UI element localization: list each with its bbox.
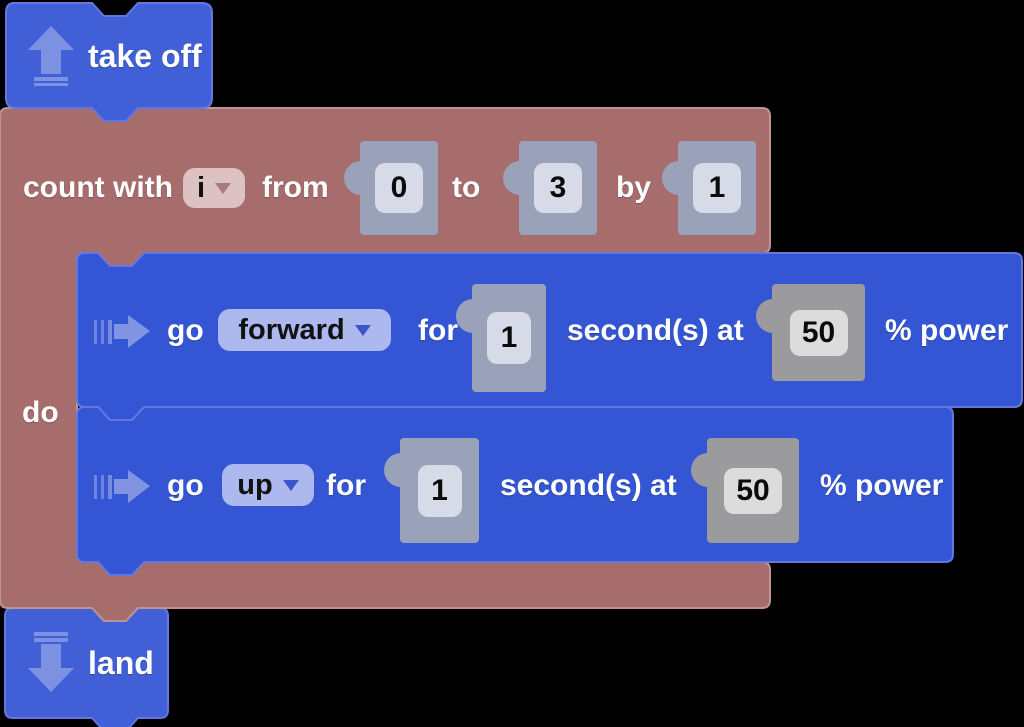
go-forward-seconds-label: second(s) at [567,314,744,347]
takeoff-icon [28,26,74,86]
loop-from-value-field[interactable]: 0 [375,163,423,213]
do-label: do [22,396,59,429]
go-up-for-label: for [326,469,366,502]
from-label: from [262,171,329,204]
loop-variable-value: i [196,171,206,204]
loop-to-shadow-block[interactable]: 3 [503,141,597,235]
go-forward-power-label: % power [885,314,1009,347]
caret-down-icon [282,479,299,491]
caret-down-icon [354,324,371,336]
go-up-duration-shadow-block[interactable]: 1 [384,438,479,543]
go-up-power-label: % power [820,469,944,502]
go-forward-direction-value: forward [238,313,345,346]
count-with-label: count with [23,171,173,204]
go-up-duration-field[interactable]: 1 [417,464,462,517]
by-label: by [616,171,652,204]
go-up-direction-dropdown[interactable]: up [222,464,314,506]
land-label: land [88,645,154,681]
caret-down-icon [215,182,232,194]
takeoff-block-shape[interactable] [5,1,213,122]
loop-by-value-field[interactable]: 1 [693,163,741,213]
land-icon [28,632,74,692]
go-forward-go-label: go [167,314,204,347]
go-up-go-label: go [167,469,204,502]
takeoff-label: take off [88,38,202,74]
go-forward-direction-dropdown[interactable]: forward [218,309,391,351]
go-up-seconds-label: second(s) at [500,469,677,502]
move-arrow-icon [94,315,150,348]
loop-to-value-field[interactable]: 3 [534,163,582,213]
loop-by-shadow-block[interactable]: 1 [662,141,756,235]
go-forward-for-label: for [418,314,458,347]
go-forward-power-shadow-block[interactable]: 50 [756,284,865,381]
go-forward-duration-shadow-block[interactable]: 1 [456,284,546,392]
to-label: to [452,171,481,204]
move-arrow-icon [94,470,150,503]
loop-from-shadow-block[interactable]: 0 [344,141,438,235]
go-up-power-shadow-block[interactable]: 50 [691,438,799,543]
go-forward-duration-field[interactable]: 1 [487,312,531,364]
go-up-direction-value: up [237,468,273,501]
go-forward-power-field[interactable]: 50 [789,309,848,356]
go-up-power-field[interactable]: 50 [724,467,782,514]
loop-variable-dropdown[interactable]: i [183,168,245,208]
